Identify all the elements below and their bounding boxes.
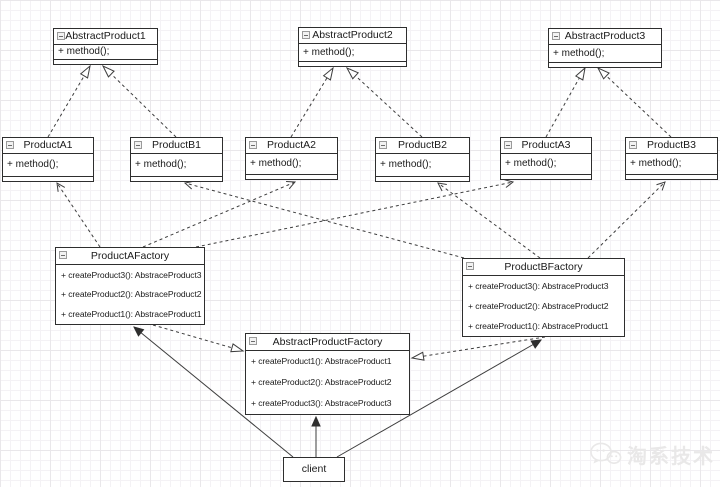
method-label: + createProduct1(): AbstraceProduct1 (468, 320, 609, 331)
collapse-minus-icon[interactable] (249, 337, 257, 345)
empty-section (3, 176, 93, 181)
method-label: + method(); (505, 158, 557, 169)
method-label: + method(); (630, 158, 682, 169)
realization-product-a1-to-abstract-product-1 (47, 66, 90, 138)
collapse-minus-icon[interactable] (629, 141, 637, 149)
class-product-a1[interactable]: ProductA1 + method(); (2, 137, 94, 182)
method-label: + createProduct3(): AbstraceProduct3 (468, 280, 609, 291)
class-product-a2[interactable]: ProductA2 + method(); (245, 137, 338, 180)
dependency-product-b-factory-to-product-b2 (437, 182, 541, 259)
class-header: ProductA3 (501, 138, 591, 154)
dependency-product-b-factory-to-product-b1 (183, 180, 465, 259)
dependency-product-b-factory-to-product-b3 (587, 181, 666, 259)
collapse-minus-icon[interactable] (302, 31, 310, 39)
method-label: + createProduct2(): AbstraceProduct2 (251, 377, 392, 388)
class-header: ProductB3 (626, 138, 717, 154)
class-title: ProductA2 (266, 139, 317, 152)
collapse-minus-icon[interactable] (379, 141, 387, 149)
collapse-minus-icon[interactable] (504, 141, 512, 149)
class-title: AbstractProduct2 (312, 29, 393, 42)
class-title: ProductA1 (23, 139, 73, 152)
empty-section (246, 174, 337, 179)
class-title: ProductB1 (151, 139, 202, 152)
class-title: ProductA3 (521, 139, 571, 152)
empty-section (549, 62, 661, 67)
collapse-minus-icon[interactable] (134, 141, 142, 149)
method-label: + createProduct3(): AbstraceProduct3 (61, 269, 202, 280)
class-abstract-product-3[interactable]: AbstractProduct3 + method(); (548, 28, 662, 68)
collapse-minus-icon[interactable] (57, 32, 65, 40)
method-label: + method(); (380, 159, 432, 170)
class-title: AbstractProduct1 (65, 30, 146, 43)
dependency-product-a-factory-to-product-a3 (195, 179, 515, 248)
class-header: AbstractProductFactory (246, 334, 409, 351)
class-title: ProductAFactory (90, 249, 170, 262)
dependency-product-a-factory-to-product-a1 (56, 182, 101, 248)
collapse-minus-icon[interactable] (249, 141, 257, 149)
method-label: + createProduct3(): AbstraceProduct3 (251, 398, 392, 409)
method-label: + method(); (135, 159, 187, 170)
empty-section (376, 176, 469, 181)
empty-section (626, 174, 717, 179)
class-abstract-product-1[interactable]: AbstractProduct1 + method(); (53, 28, 158, 65)
class-product-b1[interactable]: ProductB1 + method(); (130, 137, 223, 182)
realization-product-b1-to-abstract-product-1 (103, 66, 177, 138)
class-title: AbstractProductFactory (272, 335, 383, 348)
realization-product-b2-to-abstract-product-2 (347, 68, 423, 138)
class-title: ProductB3 (646, 139, 697, 152)
class-product-b-factory[interactable]: ProductBFactory + createProduct3(): Abst… (462, 258, 625, 337)
collapse-minus-icon[interactable] (59, 251, 67, 259)
method-label: + createProduct1(): AbstraceProduct1 (251, 356, 392, 367)
class-abstract-product-factory[interactable]: AbstractProductFactory + createProduct1(… (245, 333, 410, 415)
collapse-minus-icon[interactable] (466, 262, 474, 270)
class-header: ProductBFactory (463, 259, 624, 276)
class-product-a-factory[interactable]: ProductAFactory + createProduct3(): Abst… (55, 247, 205, 325)
class-header: AbstractProduct3 (549, 29, 661, 45)
class-product-b3[interactable]: ProductB3 + method(); (625, 137, 718, 180)
method-label: + method(); (250, 158, 302, 169)
method-label: + method(); (58, 46, 110, 57)
class-title: client (301, 463, 327, 476)
collapse-minus-icon[interactable] (6, 141, 14, 149)
class-header: ProductA1 (3, 138, 93, 154)
class-product-b2[interactable]: ProductB2 + method(); (375, 137, 470, 182)
empty-section (131, 176, 222, 181)
class-header: ProductB1 (131, 138, 222, 154)
class-product-a3[interactable]: ProductA3 + method(); (500, 137, 592, 180)
realization-product-b-factory-to-abstract-product-factory (412, 336, 546, 358)
class-title: ProductB2 (397, 139, 448, 152)
method-label: + createProduct1(): AbstraceProduct1 (61, 308, 202, 319)
class-client[interactable]: client (283, 457, 345, 482)
association-client-to-product-b-factory (336, 340, 541, 458)
class-title: ProductBFactory (504, 260, 583, 273)
method-label: + method(); (7, 159, 59, 170)
collapse-minus-icon[interactable] (552, 32, 560, 40)
method-label: + method(); (553, 47, 605, 59)
class-header: ProductAFactory (56, 248, 204, 265)
realization-product-a-factory-to-abstract-product-factory (152, 324, 243, 351)
empty-section (54, 59, 157, 64)
class-abstract-product-2[interactable]: AbstractProduct2 + method(); (298, 27, 407, 67)
empty-section (299, 61, 406, 66)
realization-product-b3-to-abstract-product-3 (598, 68, 672, 138)
class-header: ProductB2 (376, 138, 469, 154)
class-header: ProductA2 (246, 138, 337, 154)
association-client-to-product-a-factory (134, 327, 294, 458)
method-label: + method(); (303, 46, 355, 58)
method-label: + createProduct2(): AbstraceProduct2 (468, 300, 609, 311)
class-header: AbstractProduct2 (299, 28, 406, 44)
method-label: + createProduct2(): AbstraceProduct2 (61, 289, 202, 300)
class-header: AbstractProduct1 (54, 29, 157, 45)
empty-section (501, 174, 591, 179)
realization-product-a3-to-abstract-product-3 (545, 68, 585, 138)
class-title: AbstractProduct3 (564, 30, 646, 43)
realization-product-a2-to-abstract-product-2 (290, 68, 333, 138)
